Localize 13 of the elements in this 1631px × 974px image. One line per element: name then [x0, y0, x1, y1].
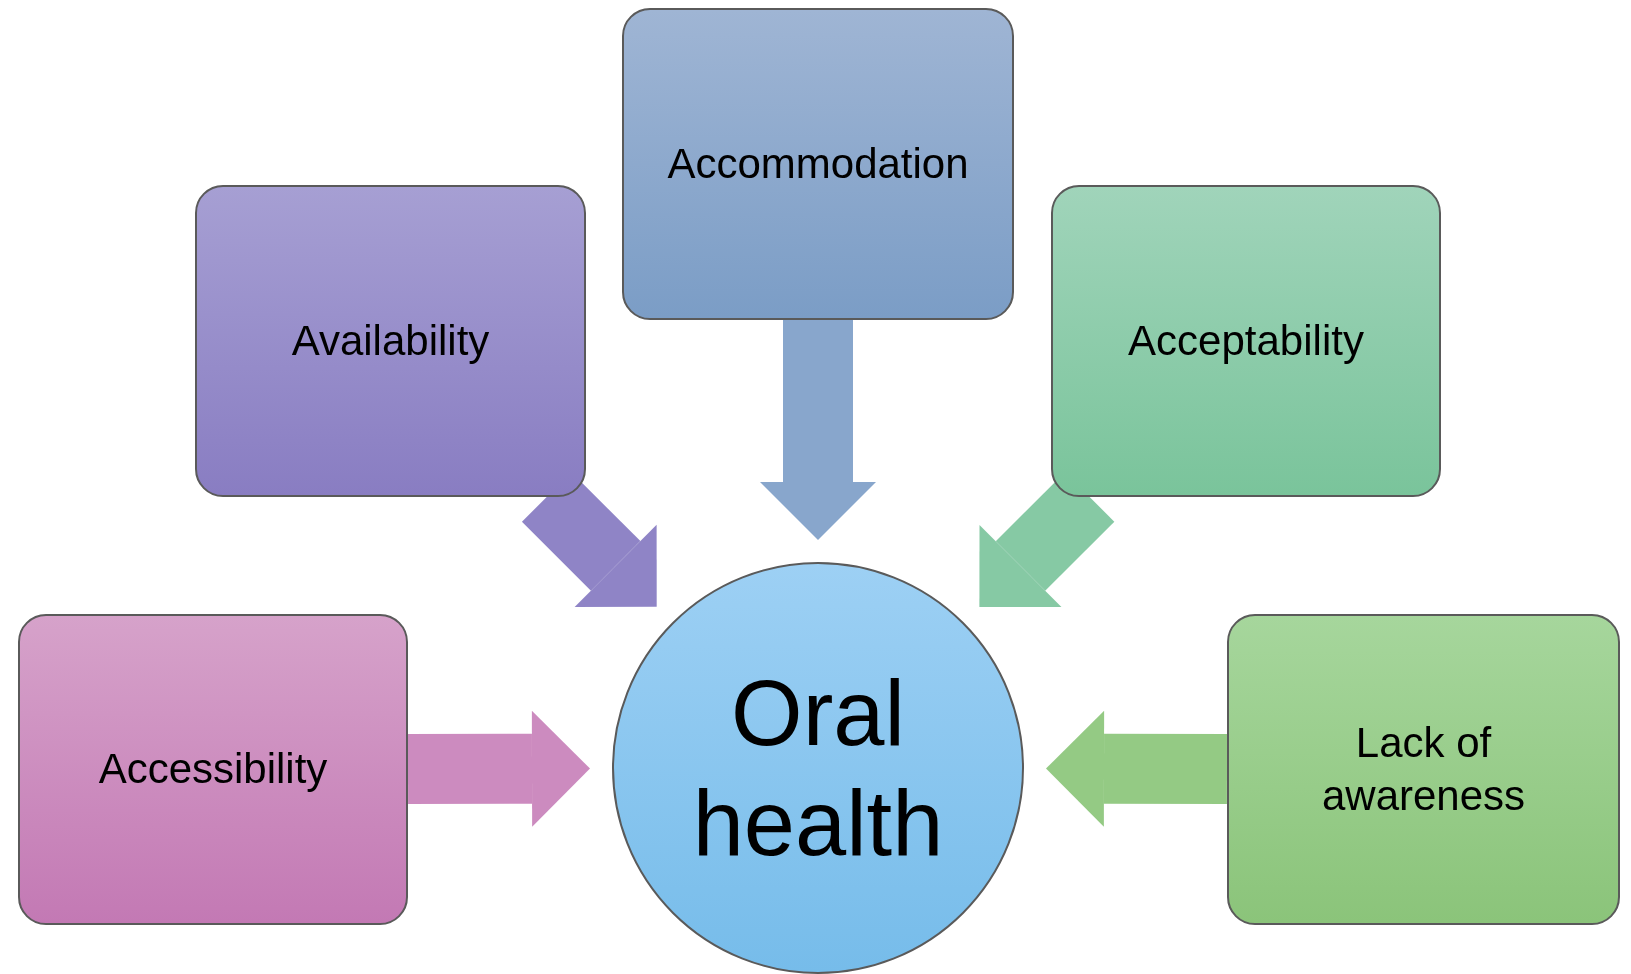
factor-box — [1227, 614, 1620, 925]
factor-box — [622, 8, 1014, 320]
factor-box — [195, 185, 586, 497]
factor-box — [18, 614, 408, 925]
node-label: Accessibility — [98, 744, 328, 795]
node-label: Accommodation — [667, 138, 969, 189]
node-label: Lack of awareness — [1320, 718, 1527, 821]
node-label: Acceptability — [1128, 315, 1364, 366]
node-label: Availability — [291, 315, 490, 366]
block-arrow — [760, 320, 876, 540]
factor-box — [1051, 185, 1441, 497]
node-label: Oral health — [691, 660, 945, 876]
block-arrow — [407, 710, 590, 827]
